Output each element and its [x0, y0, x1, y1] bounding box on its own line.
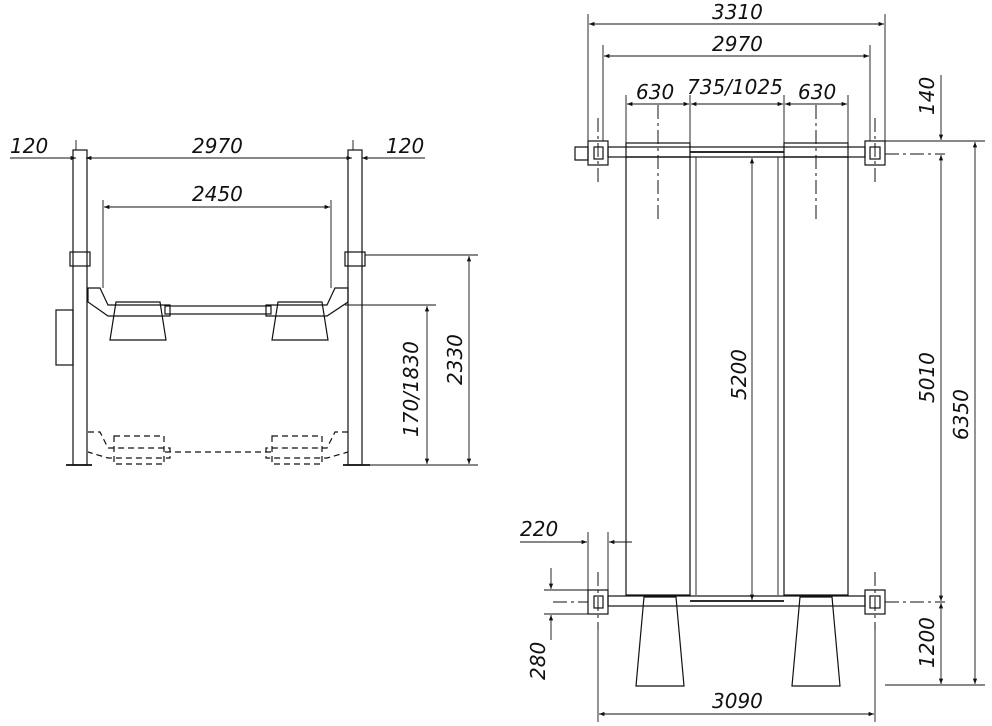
dim-overall-width: 3310	[712, 0, 763, 24]
dim-runway-span: 2450	[192, 182, 243, 206]
dim-lift-height: 170/1830	[399, 341, 423, 437]
dim-between-posts: 2970	[192, 134, 243, 158]
dim-post-inset: 220	[520, 517, 558, 541]
dim-runway-width-left: 630	[636, 80, 674, 104]
dim-post-spacing: 5010	[915, 352, 939, 403]
dim-inner-width: 2970	[712, 32, 763, 56]
right-post	[343, 149, 370, 466]
dim-post-offset-right: 120	[386, 134, 424, 158]
dim-runway-gap: 735/1025	[687, 75, 783, 99]
dim-base-width: 3090	[712, 689, 763, 713]
dim-rear-extension: 1200	[915, 617, 939, 668]
dim-total-height: 2330	[443, 334, 467, 385]
top-view: 3310 2970 630 735/1025 630 140 5010 6350…	[520, 0, 985, 722]
dim-overall-length: 6350	[949, 389, 973, 440]
dim-runway-width-right: 630	[798, 80, 836, 104]
dim-top-offset: 140	[915, 77, 939, 115]
left-post	[55, 149, 92, 466]
lowered-runway	[87, 431, 349, 465]
post-front-left	[574, 140, 609, 166]
dim-post-depth: 280	[526, 642, 550, 680]
dim-post-offset-left: 120	[10, 134, 48, 158]
dim-runway-length: 5200	[727, 349, 751, 400]
raised-runway	[87, 287, 349, 341]
front-view: 120 2970 120 2450 170/1830 2330	[10, 134, 478, 466]
